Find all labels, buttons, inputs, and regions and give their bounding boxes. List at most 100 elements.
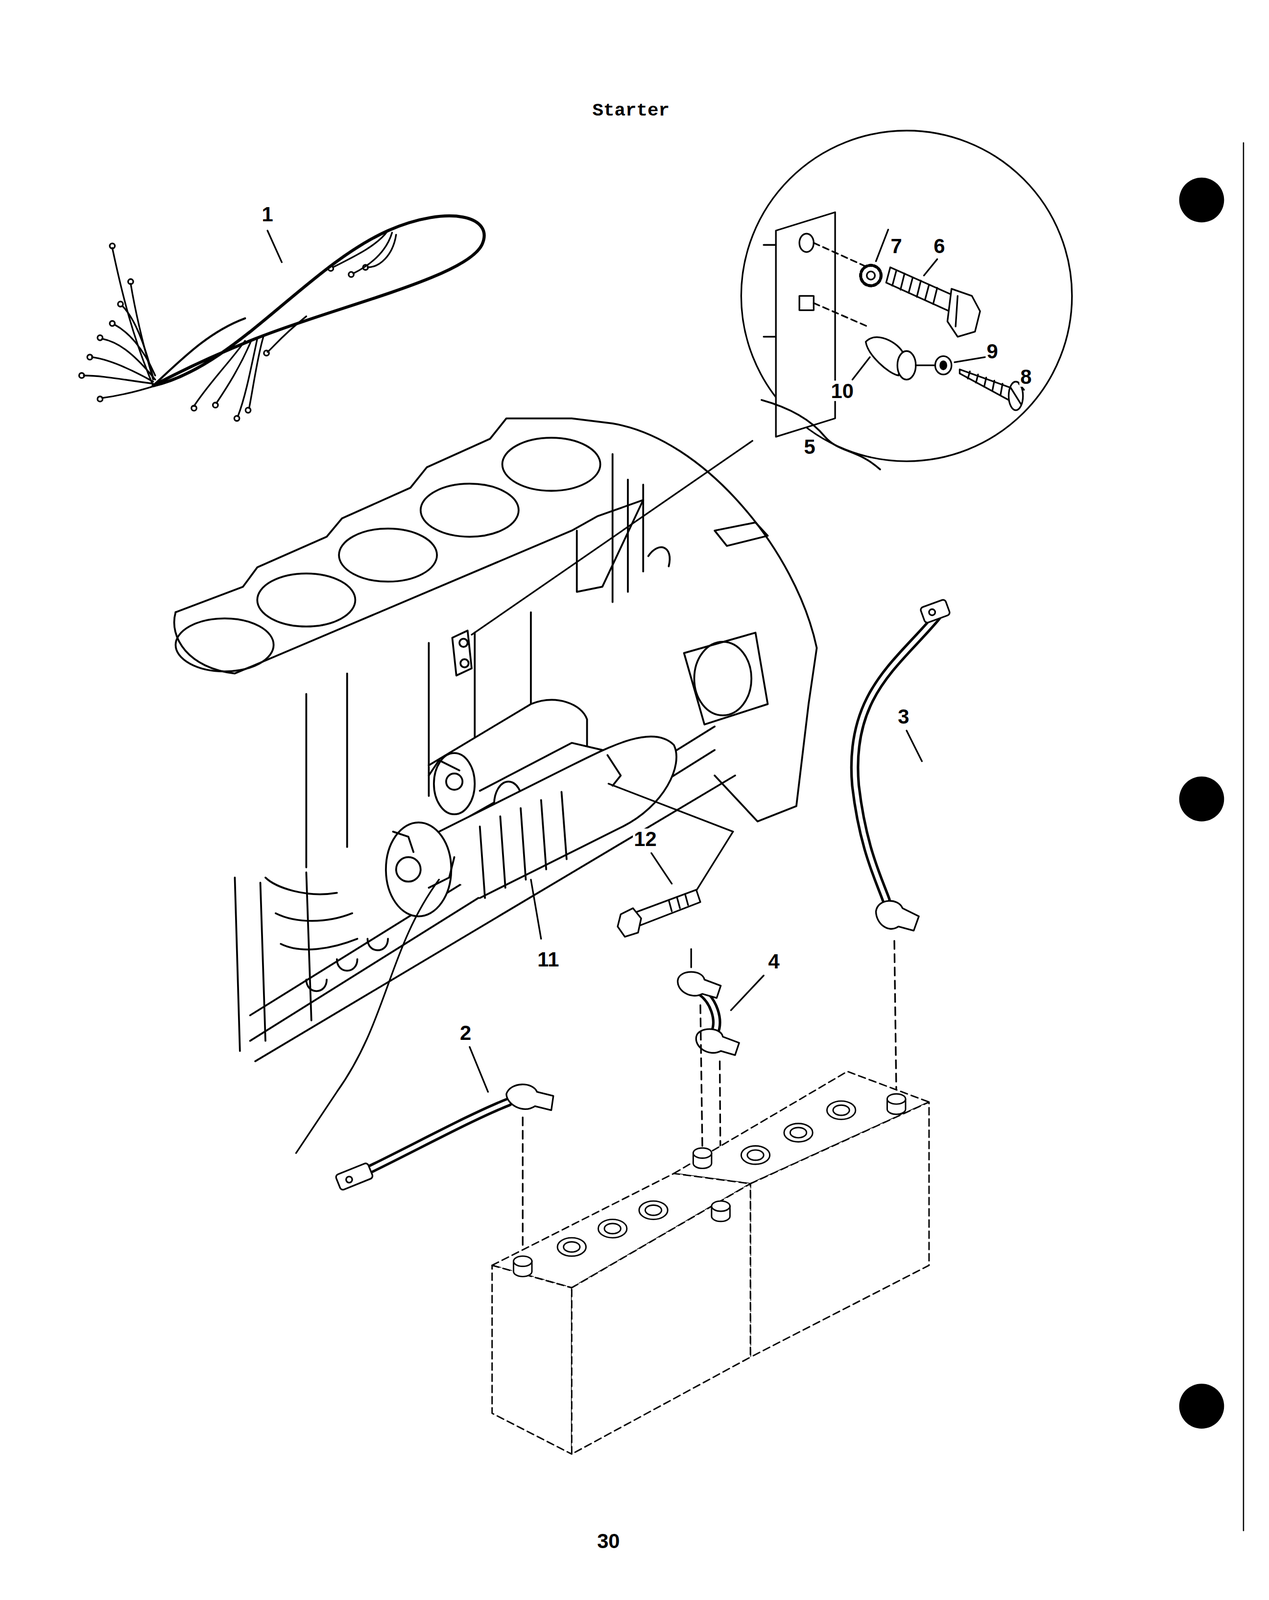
callout-number: 4 [766, 951, 781, 972]
callout-number: 11 [536, 949, 560, 970]
battery-cable [919, 599, 951, 624]
flat-washer [934, 356, 952, 375]
wiring-harness [83, 375, 154, 384]
battery-cable [296, 880, 554, 1258]
wire [761, 400, 881, 470]
binder-hole [1179, 1384, 1225, 1430]
engine-block [460, 659, 469, 668]
leader-line [852, 357, 870, 380]
engine-block [452, 630, 472, 676]
battery [492, 1071, 930, 1455]
wiring-harness [367, 234, 396, 268]
battery-cap [747, 1150, 764, 1161]
engine-block [175, 418, 817, 822]
bolt [885, 267, 955, 312]
wiring-harness [328, 265, 334, 271]
leader-line [954, 357, 986, 362]
engine-block [694, 642, 752, 716]
screw [959, 369, 1023, 410]
battery-cable [854, 616, 938, 901]
starter-motor [479, 791, 567, 899]
binder-hole [1179, 776, 1225, 822]
engine-block [174, 418, 817, 1062]
plug [865, 337, 916, 381]
battery-terminal [693, 1148, 712, 1159]
wiring-harness [333, 230, 389, 268]
lock-washer [860, 265, 882, 287]
battery-terminal [513, 1256, 533, 1268]
wiring-harness [101, 385, 155, 399]
wiring-harness [101, 338, 155, 380]
wiring-harness [87, 354, 93, 360]
battery-terminal [513, 1094, 906, 1277]
callout-number: 1 [260, 204, 274, 225]
wiring-harness [118, 301, 123, 307]
wiring-harness [92, 357, 154, 382]
battery-cap [557, 1238, 586, 1257]
wiring-harness [109, 243, 115, 249]
leader-line [608, 784, 733, 833]
leader-line [694, 832, 733, 895]
engine-block [257, 573, 356, 627]
engine-block [642, 484, 645, 572]
lock-washer [866, 271, 876, 280]
wiring-harness [362, 264, 368, 270]
wiring-harness [97, 396, 103, 402]
leader-line [267, 230, 282, 263]
screw [959, 369, 1011, 401]
battery-cap [598, 1220, 627, 1239]
callout-number: 12 [632, 828, 658, 850]
engine-block [648, 547, 671, 567]
callout-number: 10 [829, 380, 855, 402]
binder-hole [1179, 177, 1225, 223]
engine-block [175, 618, 274, 672]
callout-number: 8 [1019, 366, 1033, 387]
detail-view [763, 335, 776, 338]
battery-cable [346, 1176, 353, 1184]
wiring-harness [263, 350, 269, 356]
bolt [617, 889, 701, 937]
battery-cap [639, 1201, 668, 1221]
detail-view [775, 212, 836, 438]
battery-cap [784, 1124, 813, 1143]
wiring-harness [153, 318, 246, 386]
bolt [955, 295, 958, 327]
battery-cable [854, 599, 951, 1098]
screw [1010, 387, 1022, 405]
detail-view [799, 233, 814, 253]
wiring-harness [191, 405, 197, 411]
engine-block [306, 938, 388, 992]
wiring-harness [213, 402, 218, 408]
wiring-harness [216, 340, 252, 404]
battery-cap [826, 1101, 856, 1121]
wiring-harness [193, 340, 245, 407]
starter-motor [393, 832, 455, 889]
leader-line [876, 229, 889, 262]
wiring-harness [79, 373, 85, 379]
lock-washer [860, 265, 882, 287]
screw [967, 371, 1003, 396]
battery-cable [365, 1102, 509, 1173]
starter-motor [433, 753, 475, 815]
battery-cable [335, 1162, 374, 1191]
battery-terminal [886, 1094, 906, 1105]
starter-motor [607, 755, 621, 787]
wiring-harness [234, 415, 240, 421]
flat-washer [934, 356, 952, 375]
wiring-harness [97, 335, 103, 341]
leader-line [923, 259, 937, 276]
wiring-harness [245, 407, 251, 413]
battery-cable [876, 901, 920, 932]
battery-cable [854, 616, 938, 901]
engine-block [420, 483, 519, 537]
engine-block [684, 632, 768, 725]
leader-line [906, 730, 922, 762]
battery-terminal [711, 1201, 731, 1212]
starter-motor [428, 760, 460, 776]
battery-cable [296, 880, 440, 1154]
engine-block [174, 500, 644, 674]
bolt [892, 270, 938, 305]
battery-jumper [700, 1005, 703, 1152]
